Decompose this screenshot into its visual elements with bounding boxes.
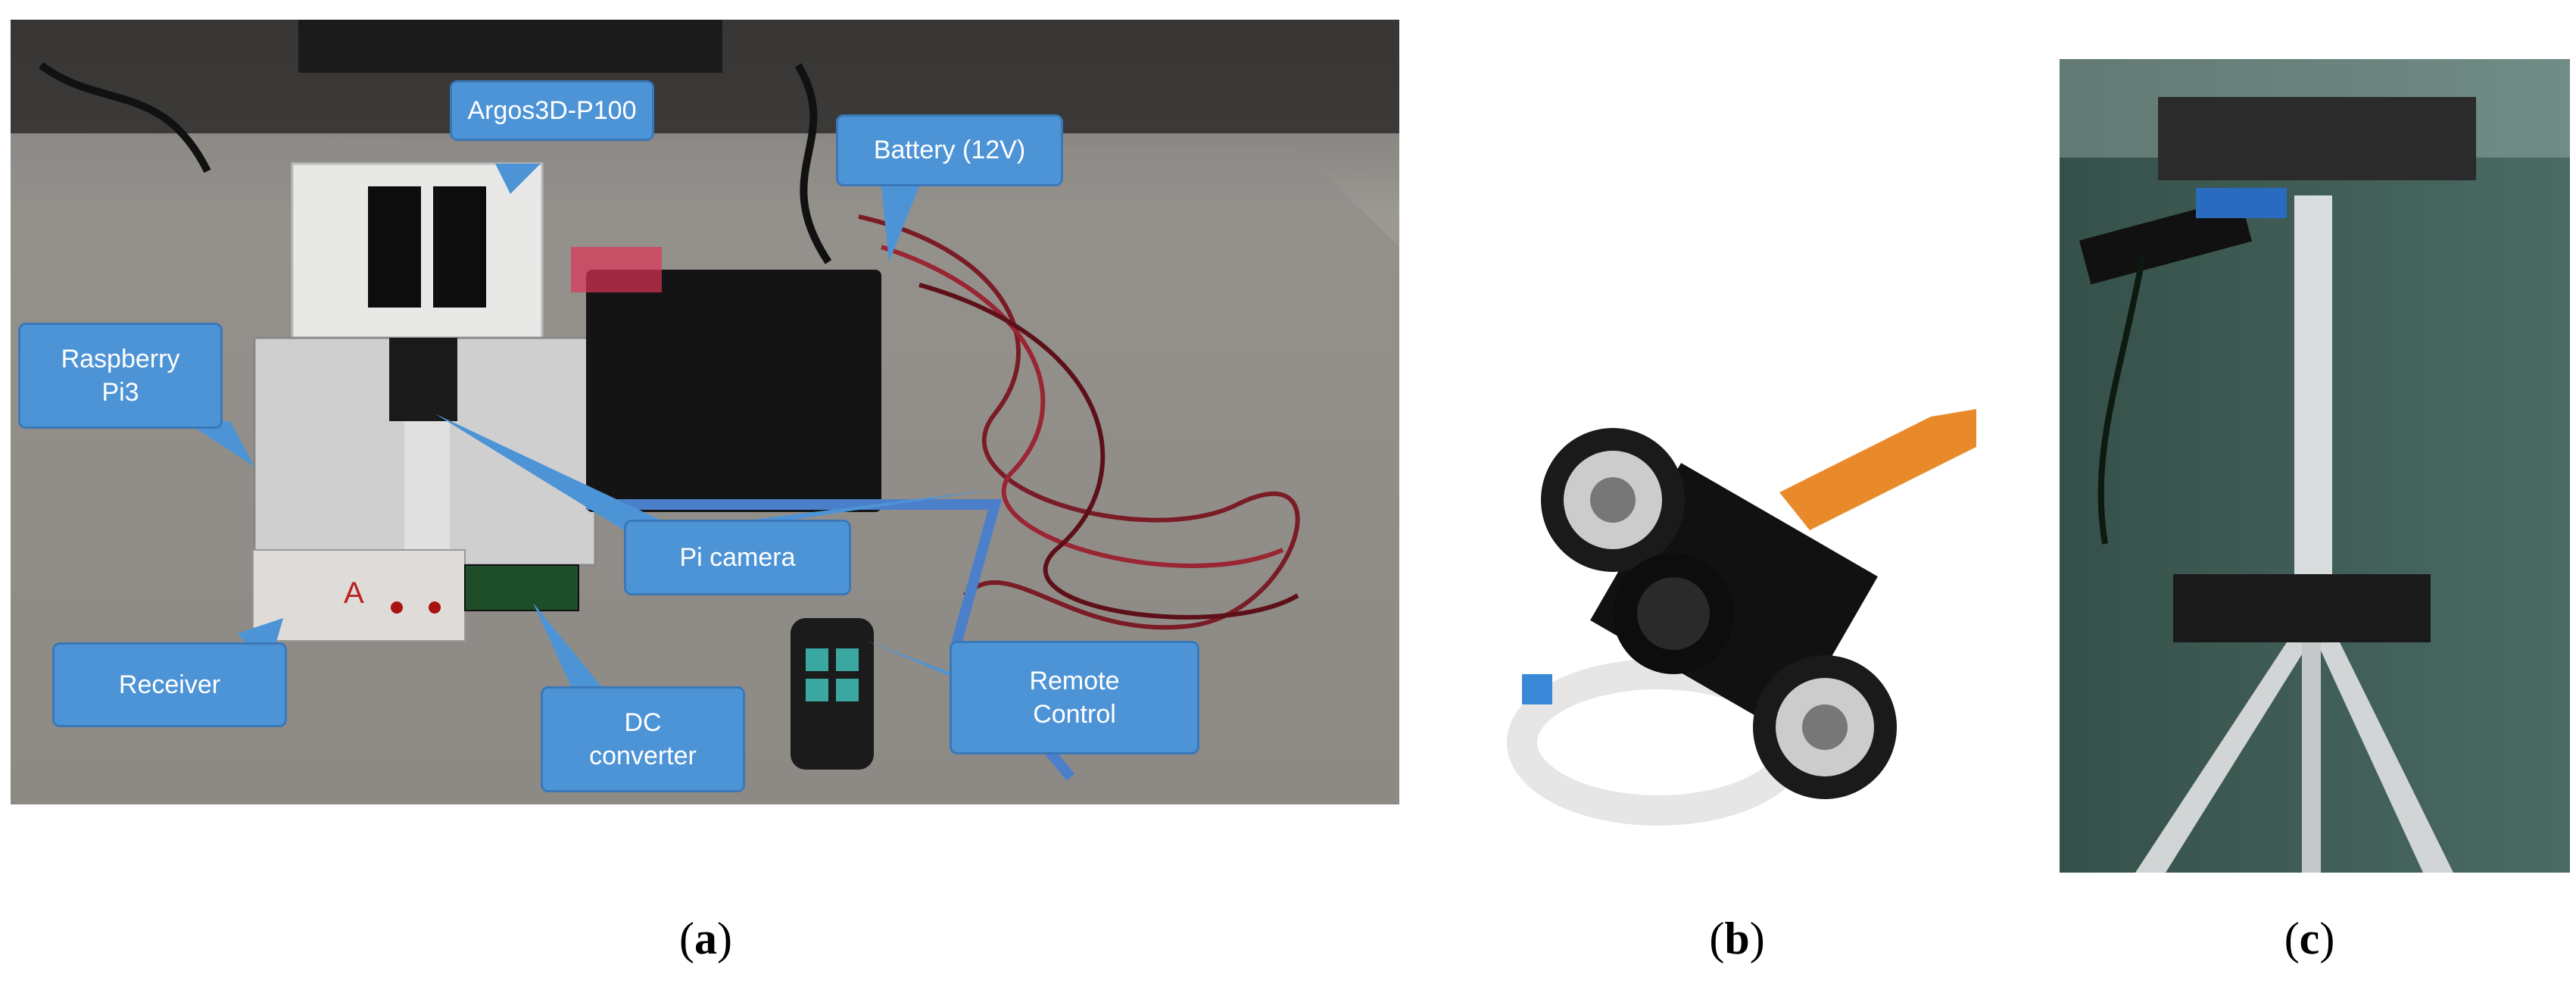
caption-b-letter: b	[1724, 914, 1750, 964]
caption-b: (b)	[1709, 914, 1765, 964]
photo-panel-b	[1507, 401, 1984, 856]
panel-b-photo	[1507, 409, 1976, 826]
callout-pi-camera: Pi camera	[624, 520, 851, 595]
callout-dc-converter: DC converter	[541, 686, 745, 792]
callout-raspberry-pi: Raspberry Pi3	[18, 323, 223, 429]
callout-argos: Argos3D-P100	[450, 80, 654, 141]
caption-c: (c)	[2284, 914, 2335, 964]
caption-c-letter: c	[2299, 914, 2320, 964]
photo-panel-a: A Argos3D-P100 Battery (12V) Raspberry P…	[11, 20, 1399, 804]
caption-a-letter: a	[694, 914, 717, 964]
receiver-marking: A	[344, 576, 364, 610]
callout-remote-control: Remote Control	[950, 641, 1199, 754]
callout-receiver: Receiver	[52, 642, 287, 727]
panel-a-photo: A	[11, 20, 1399, 804]
photo-panel-c	[2060, 59, 2570, 873]
panel-c-photo	[2060, 59, 2570, 873]
caption-a: (a)	[679, 914, 732, 964]
callout-battery: Battery (12V)	[836, 114, 1063, 186]
